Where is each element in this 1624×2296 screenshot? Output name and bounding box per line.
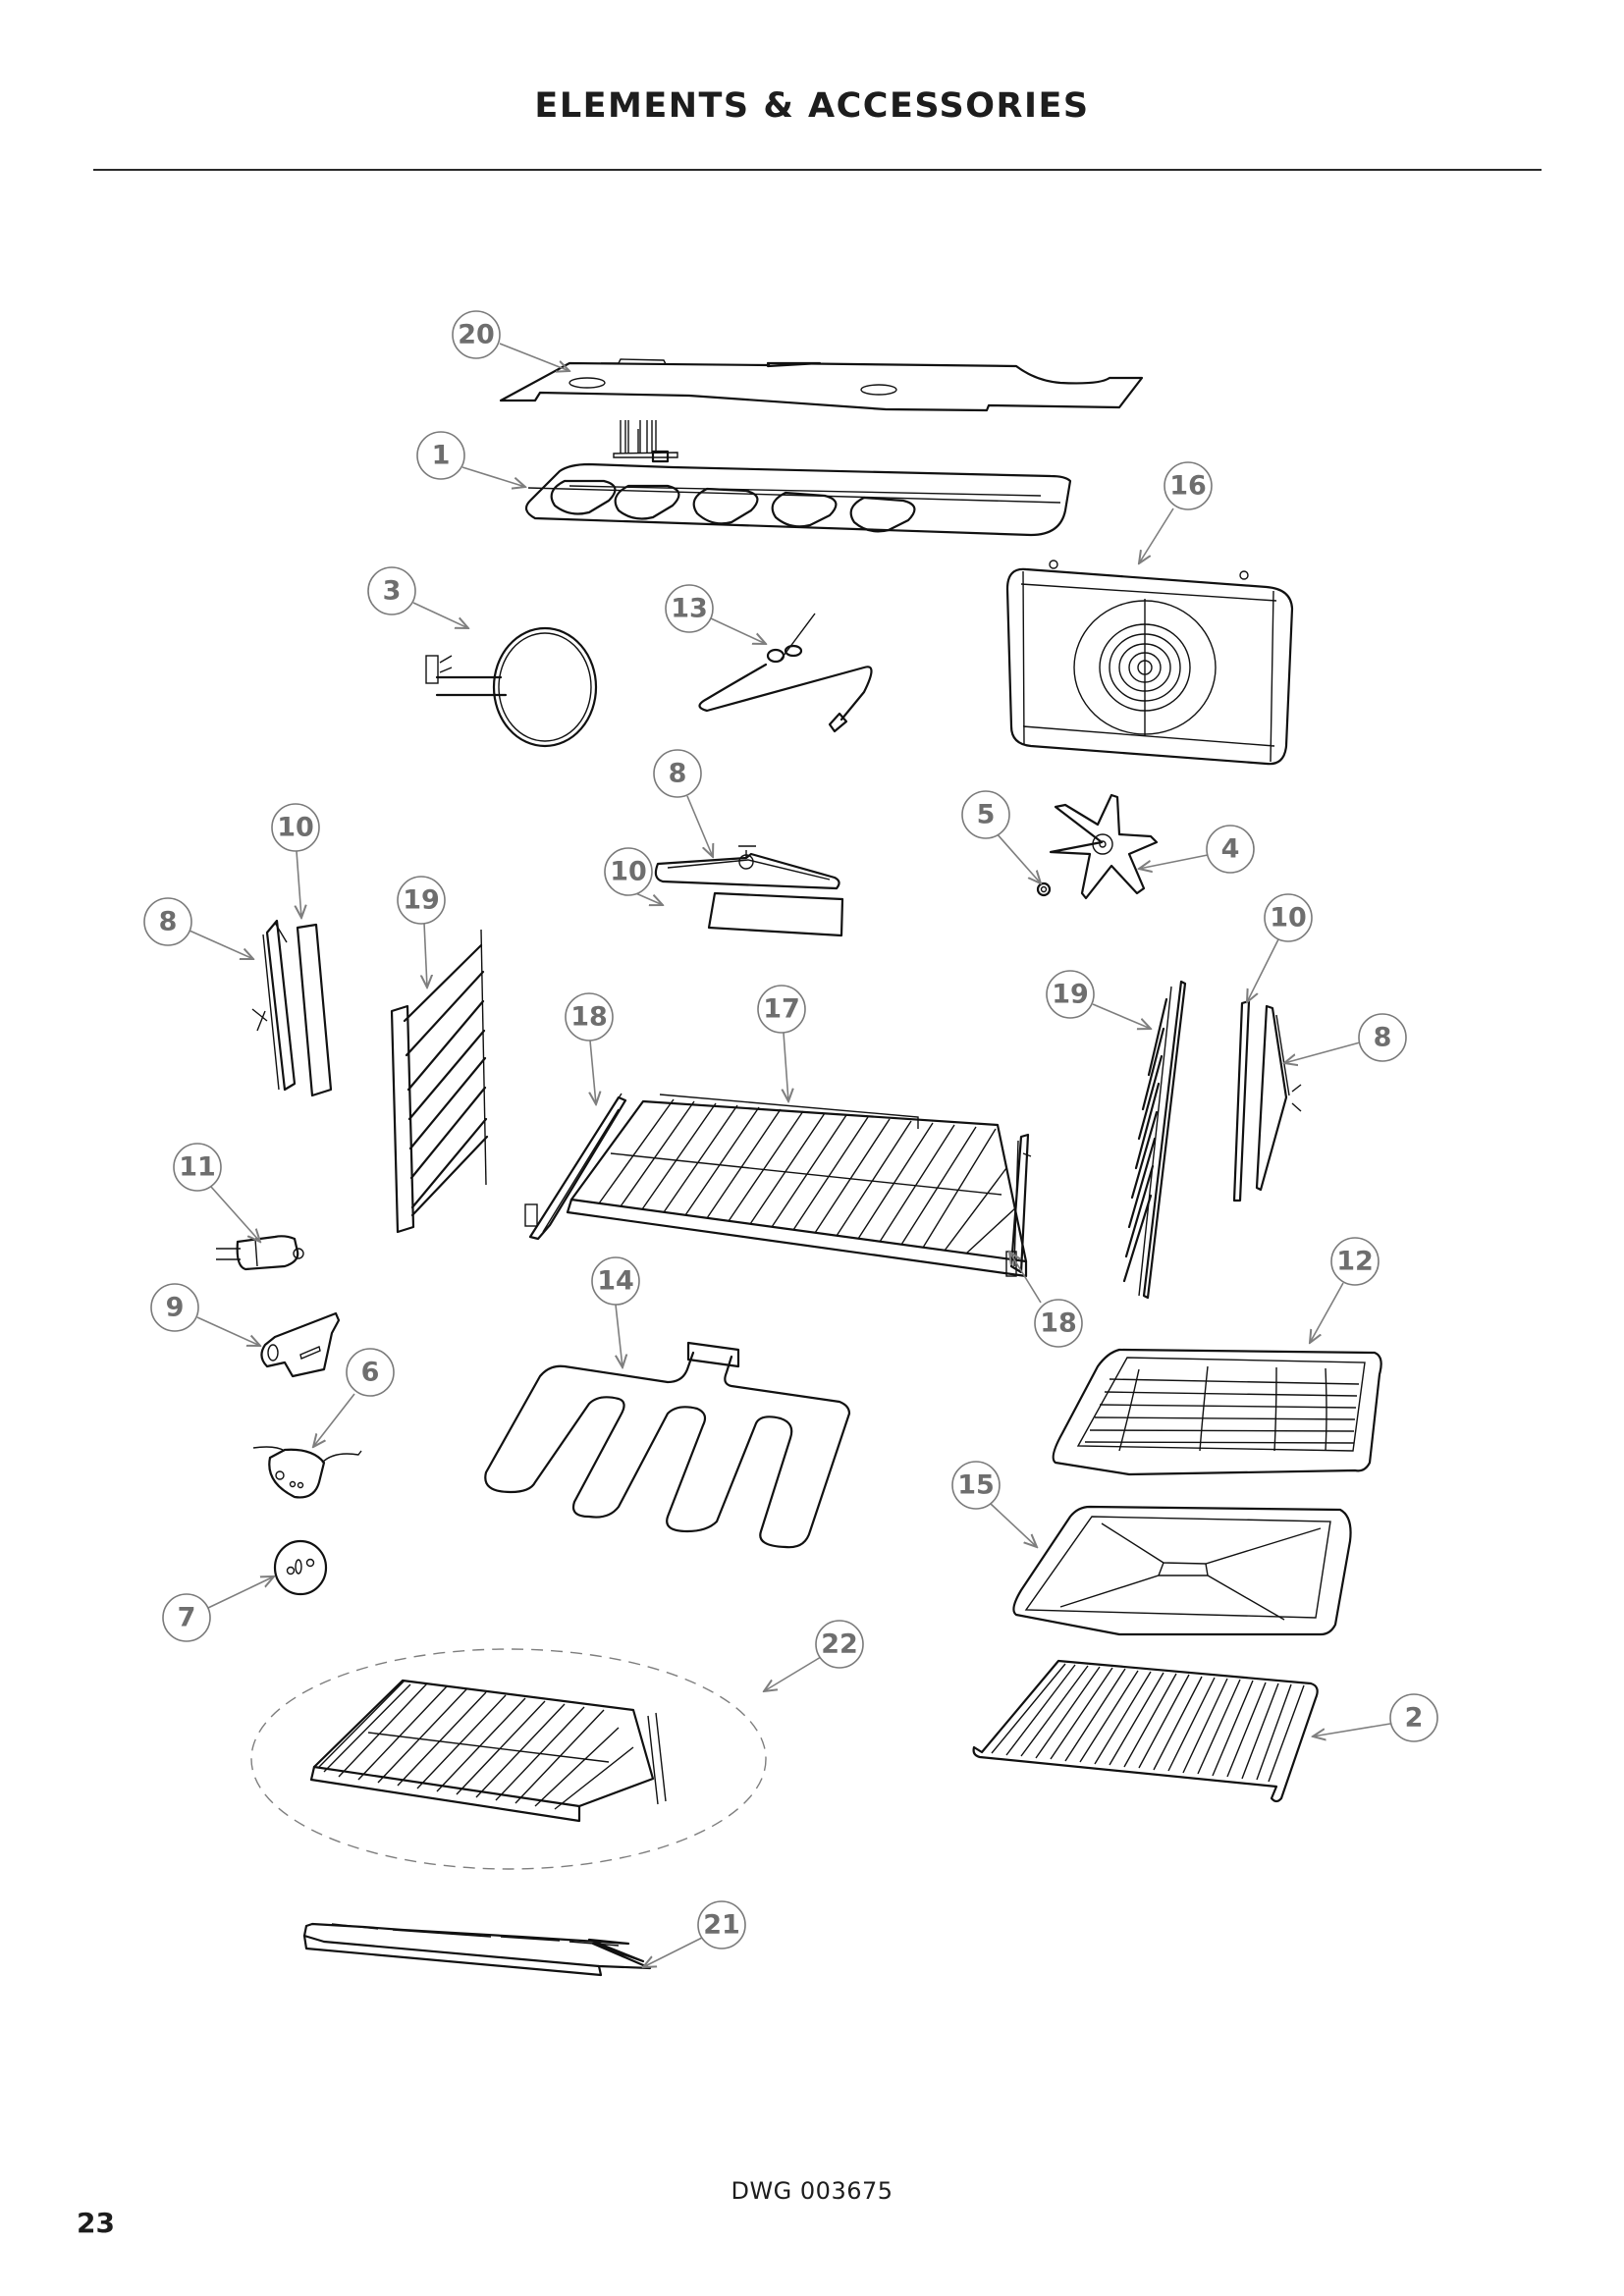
callout-16[interactable]: 16 [1139, 461, 1213, 563]
svg-text:9: 9 [166, 1293, 185, 1323]
part-10-lamp-glass-right [1232, 999, 1251, 1202]
callout-22[interactable]: 22 [764, 1620, 864, 1691]
svg-text:18: 18 [1040, 1308, 1077, 1339]
svg-text:11: 11 [179, 1152, 216, 1183]
callout-18b[interactable]: 18 [1009, 1252, 1083, 1348]
part-17-wire-shelf [566, 1094, 1028, 1278]
part-12-grill-pan-insert [1052, 1348, 1382, 1476]
part-9-lamp-bracket [260, 1311, 341, 1378]
callout-6[interactable]: 6 [313, 1348, 395, 1447]
callout-10c[interactable]: 10 [1247, 893, 1313, 1002]
svg-text:8: 8 [669, 759, 687, 789]
callout-19b[interactable]: 19 [1046, 970, 1151, 1029]
page-number: 23 [77, 2207, 115, 2239]
part-8-lamp-housing-right [1255, 1004, 1302, 1192]
callout-17[interactable]: 17 [757, 985, 806, 1101]
callout-15[interactable]: 15 [951, 1461, 1037, 1547]
part-14-base-element [484, 1341, 851, 1549]
callout-4[interactable]: 4 [1139, 825, 1255, 874]
callout-20[interactable]: 20 [452, 310, 569, 371]
callout-8c[interactable]: 8 [1284, 1013, 1407, 1063]
part-13-meat-probe [698, 613, 873, 733]
part-19-shelf-runner-right [1122, 980, 1187, 1300]
svg-text:15: 15 [957, 1470, 995, 1501]
callout-10a[interactable]: 10 [604, 847, 663, 905]
svg-text:3: 3 [383, 576, 402, 607]
part-10-lamp-glass-left [296, 923, 333, 1097]
svg-text:10: 10 [610, 857, 647, 887]
svg-text:7: 7 [178, 1603, 196, 1633]
callout-14[interactable]: 14 [591, 1256, 640, 1367]
callout-13[interactable]: 13 [665, 584, 766, 644]
svg-text:13: 13 [671, 594, 708, 624]
part-2-wire-rack [972, 1659, 1319, 1803]
callout-18a[interactable]: 18 [565, 992, 614, 1104]
part-7-lamp-cover-plate [273, 1539, 328, 1596]
part-16-fan-cover [1005, 560, 1294, 766]
svg-text:5: 5 [977, 800, 996, 830]
callout-7[interactable]: 7 [162, 1576, 274, 1642]
callout-8b[interactable]: 8 [143, 897, 253, 959]
svg-text:16: 16 [1169, 471, 1207, 502]
callout-21[interactable]: 21 [643, 1900, 746, 1967]
svg-text:14: 14 [597, 1266, 634, 1297]
part-20-cover-plate [499, 358, 1144, 412]
part-21-trim-strip [302, 1922, 652, 1977]
header-rule [93, 169, 1542, 171]
svg-text:8: 8 [159, 907, 178, 937]
svg-text:2: 2 [1405, 1703, 1424, 1734]
callout-1[interactable]: 1 [416, 431, 525, 487]
svg-text:10: 10 [277, 813, 314, 843]
callout-9[interactable]: 9 [150, 1283, 260, 1346]
part-19-shelf-runner-left [390, 929, 489, 1234]
part-22-shelf-assembly [250, 1648, 767, 1870]
callout-11[interactable]: 11 [173, 1143, 260, 1242]
callout-19a[interactable]: 19 [397, 876, 446, 988]
part-18-slide-left [524, 1093, 627, 1241]
page-title: ELEMENTS & ACCESSORIES [534, 86, 1090, 126]
part-5-fan-nut [1036, 881, 1052, 897]
svg-text:19: 19 [1052, 980, 1089, 1010]
svg-text:19: 19 [403, 885, 440, 916]
svg-text:21: 21 [703, 1910, 740, 1941]
svg-text:17: 17 [763, 994, 800, 1025]
svg-text:4: 4 [1221, 834, 1240, 865]
callout-12[interactable]: 12 [1310, 1237, 1380, 1343]
part-8-lamp-housing-top [654, 845, 840, 890]
svg-text:12: 12 [1336, 1247, 1374, 1277]
part-6-lamp-holder [252, 1446, 362, 1499]
callout-8a[interactable]: 8 [653, 749, 713, 857]
drawing-number: DWG 003675 [731, 2177, 893, 2205]
part-10-lamp-glass-top [707, 891, 844, 937]
callout-2[interactable]: 2 [1313, 1693, 1438, 1742]
callout-5[interactable]: 5 [961, 790, 1041, 883]
part-3-circular-element [425, 626, 598, 748]
callout-3[interactable]: 3 [367, 566, 468, 628]
part-11-halogen-lamp [216, 1235, 304, 1271]
svg-text:10: 10 [1270, 903, 1307, 934]
svg-text:22: 22 [821, 1629, 858, 1660]
part-4-fan-blade [1049, 793, 1159, 900]
svg-text:20: 20 [458, 320, 495, 350]
svg-text:18: 18 [570, 1002, 608, 1033]
part-15-grill-pan [1012, 1505, 1352, 1636]
part-18-slide-right [1005, 1133, 1032, 1277]
callout-10b[interactable]: 10 [271, 803, 320, 918]
svg-text:6: 6 [361, 1358, 380, 1388]
svg-text:8: 8 [1374, 1023, 1392, 1053]
svg-text:1: 1 [432, 441, 451, 471]
part-8-lamp-housing-left [251, 919, 297, 1092]
part-1-grill-element [524, 420, 1072, 537]
